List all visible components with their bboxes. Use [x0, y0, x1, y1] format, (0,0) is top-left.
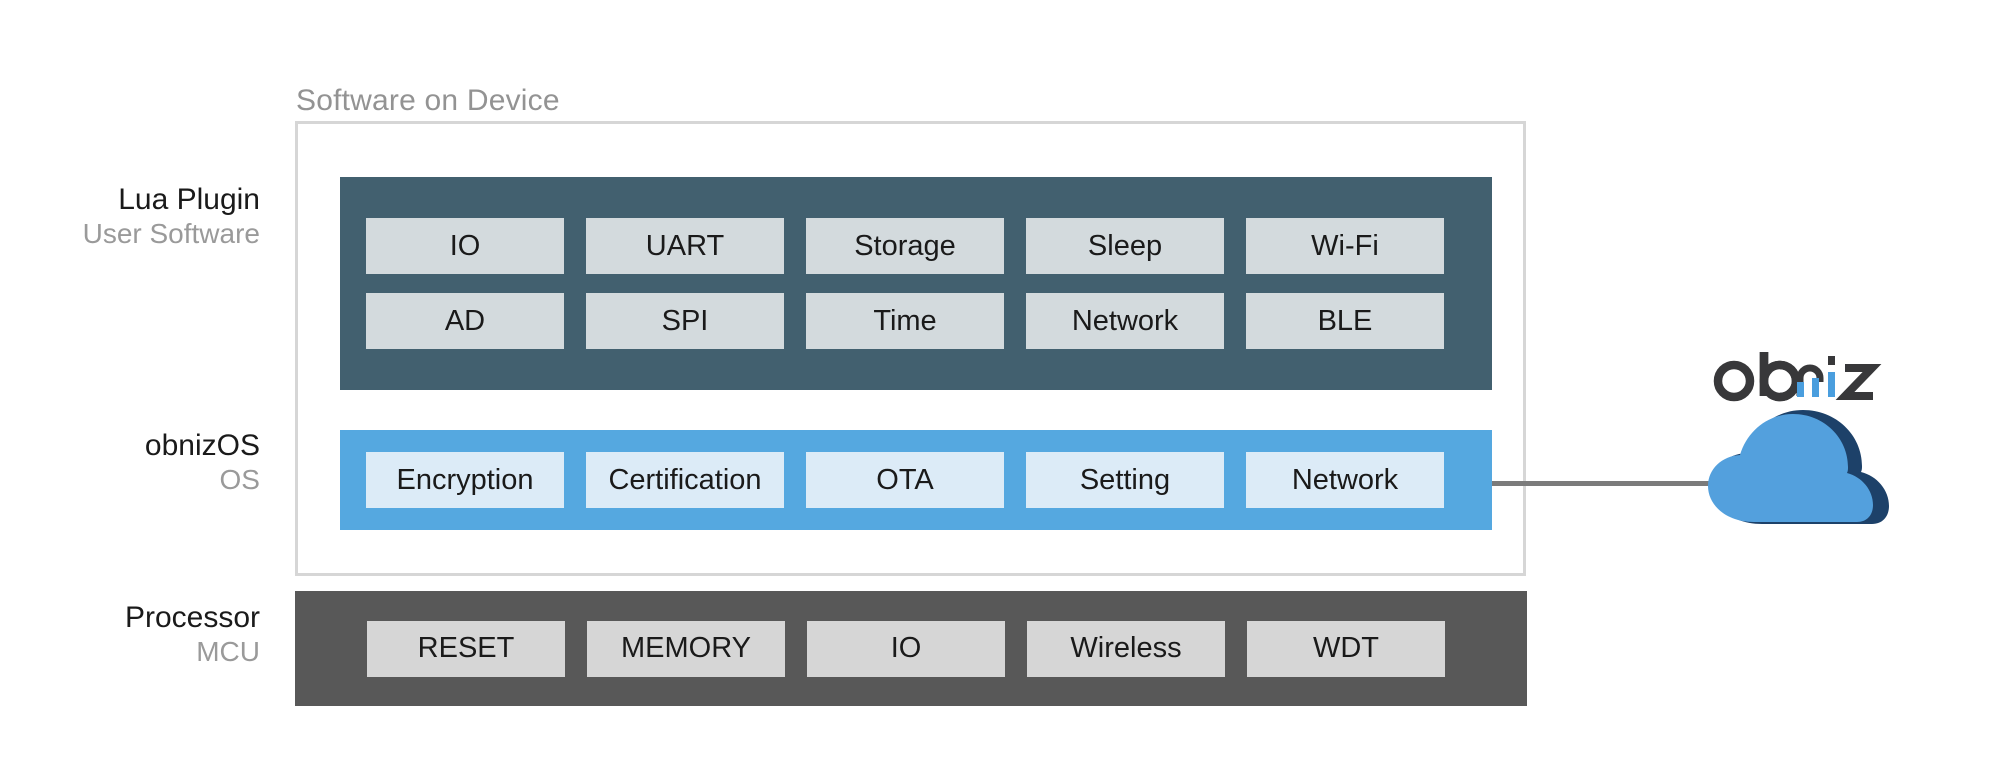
mcu-cell-reset[interactable]: RESET [367, 620, 565, 677]
mcu-cell-memory[interactable]: MEMORY [587, 620, 785, 677]
band-lua-plugin-row-2: AD SPI Time Network BLE [366, 293, 1466, 349]
module-cell-network[interactable]: Network [1026, 293, 1224, 349]
os-cell-network[interactable]: Network [1246, 452, 1444, 508]
band-processor-row-1: RESET MEMORY IO Wireless WDT [367, 620, 1527, 677]
module-cell-uart[interactable]: UART [586, 218, 784, 274]
obniz-logo-icon [1713, 352, 1882, 402]
module-cell-time[interactable]: Time [806, 293, 1004, 349]
row-label-processor-secondary: MCU [196, 636, 260, 668]
row-label-lua-plugin-primary: Lua Plugin [118, 183, 260, 216]
os-cell-encryption[interactable]: Encryption [366, 452, 564, 508]
mcu-cell-io[interactable]: IO [807, 620, 1005, 677]
obniz-cloud-group [1700, 348, 1900, 528]
row-label-lua-plugin-secondary: User Software [82, 218, 260, 250]
os-cell-setting[interactable]: Setting [1026, 452, 1224, 508]
module-cell-spi[interactable]: SPI [586, 293, 784, 349]
module-cell-ad[interactable]: AD [366, 293, 564, 349]
band-obnizos: Encryption Certification OTA Setting Net… [340, 430, 1492, 530]
os-cell-ota[interactable]: OTA [806, 452, 1004, 508]
module-cell-storage[interactable]: Storage [806, 218, 1004, 274]
band-lua-plugin: IO UART Storage Sleep Wi-Fi AD SPI Time … [340, 177, 1492, 390]
band-processor: RESET MEMORY IO Wireless WDT [295, 591, 1527, 706]
row-label-lua-plugin: Lua Plugin User Software [0, 182, 260, 250]
row-label-obnizos-secondary: OS [219, 464, 260, 496]
module-cell-ble[interactable]: BLE [1246, 293, 1444, 349]
band-lua-plugin-row-1: IO UART Storage Sleep Wi-Fi [366, 218, 1466, 274]
row-label-processor: Processor MCU [0, 600, 260, 668]
module-cell-io[interactable]: IO [366, 218, 564, 274]
cloud-icon [1708, 410, 1889, 524]
row-label-processor-primary: Processor [124, 601, 260, 634]
module-cell-sleep[interactable]: Sleep [1026, 218, 1224, 274]
mcu-cell-wdt[interactable]: WDT [1247, 620, 1445, 677]
os-cell-certification[interactable]: Certification [586, 452, 784, 508]
mcu-cell-wireless[interactable]: Wireless [1027, 620, 1225, 677]
row-label-obnizos: obnizOS OS [0, 428, 260, 496]
row-label-obnizos-primary: obnizOS [144, 429, 260, 462]
section-title-software-on-device: Software on Device [296, 84, 560, 117]
module-cell-wifi[interactable]: Wi-Fi [1246, 218, 1444, 274]
band-obnizos-row-1: Encryption Certification OTA Setting Net… [366, 452, 1466, 508]
cloud-connector-line [1492, 481, 1720, 486]
